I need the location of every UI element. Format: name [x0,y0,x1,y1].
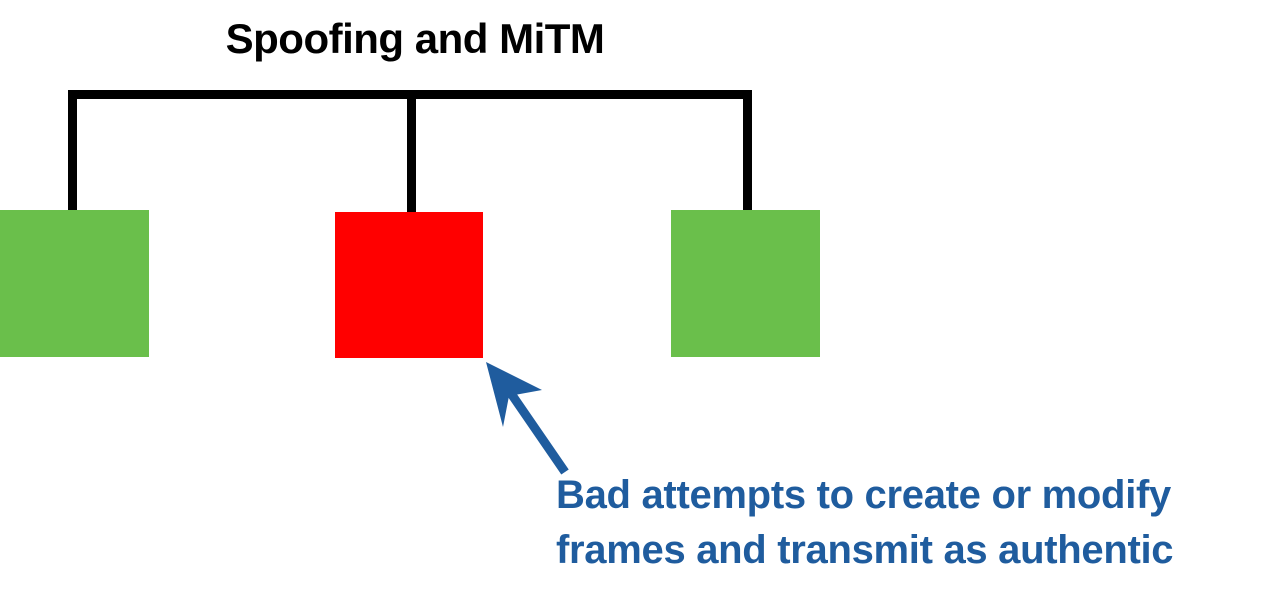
arrow-head [486,362,542,427]
tree-drop-connector-left [68,90,77,212]
annotation-arrow-icon [486,362,569,475]
arrow-shape [486,362,569,475]
annotation-callout: Bad attempts to create or modify frames … [556,468,1266,578]
annotation-callout-line-2: frames and transmit as authentic [556,528,1174,573]
node-box-left-good[interactable] [0,210,149,357]
diagram-title: Spoofing and MiTM [225,15,605,62]
node-box-middle-bad[interactable] [335,212,483,358]
tree-drop-connector-middle [407,90,416,214]
annotation-callout-line-1: Bad attempts to create or modify [556,473,1171,517]
arrow-shaft [506,389,569,475]
node-box-right-good[interactable] [671,210,820,357]
tree-drop-connector-right [743,90,752,212]
